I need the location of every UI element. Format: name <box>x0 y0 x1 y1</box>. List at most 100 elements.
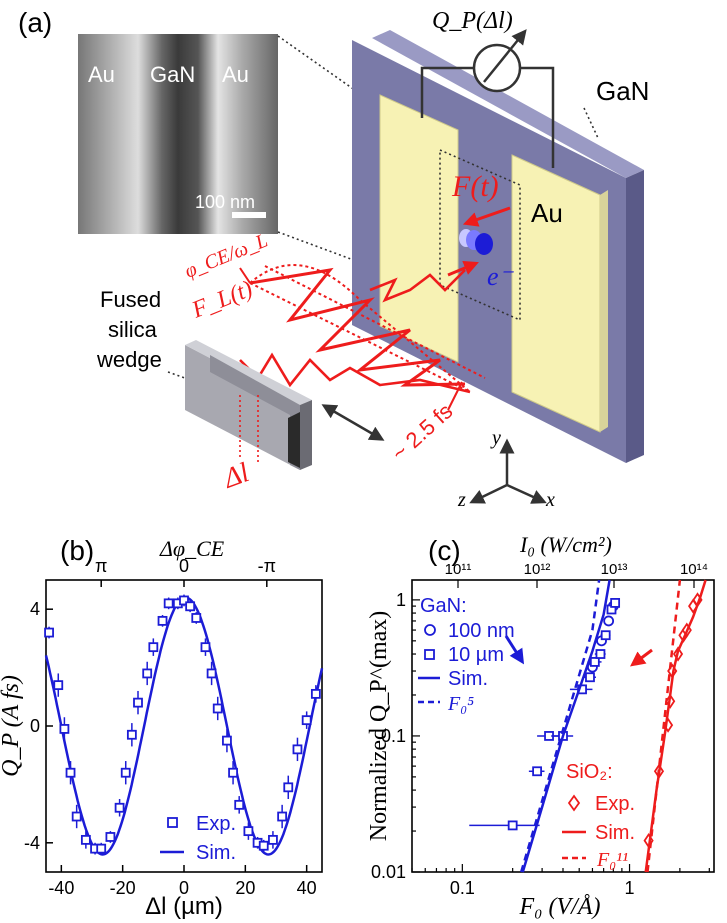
data-point-square <box>585 672 595 683</box>
field-arrow-icon <box>462 206 511 227</box>
x-tick-label: 20 <box>235 878 255 898</box>
panel-c-sio2-legend: SiO₂: Exp. Sim. F₀¹¹ <box>562 761 635 871</box>
legend-gan-sim-label: Sim. <box>448 668 488 690</box>
data-point-square <box>610 598 621 608</box>
x-tick-label: 40 <box>297 878 317 898</box>
sem-image: Au GaN Au 100 nm <box>78 34 278 234</box>
exp-point <box>234 799 245 810</box>
panel-c-xlabel: F₀ (V/Å) <box>519 894 601 920</box>
axis-z-label: z <box>457 489 466 511</box>
exp-point <box>105 832 116 842</box>
panel-b-label: (b) <box>60 535 94 566</box>
exp-point <box>206 668 217 679</box>
panel-b-legend: Exp. Sim. <box>160 813 236 864</box>
scale-bar-label: 100 nm <box>195 192 255 212</box>
wedge-label-1: Fused <box>100 287 161 312</box>
data-point-square <box>589 657 600 667</box>
exp-point <box>44 627 54 638</box>
legend-sio2-sim-label: Sim. <box>595 822 635 844</box>
wedge-label-2: silica <box>108 317 158 342</box>
exp-point <box>268 834 278 845</box>
data-point-square <box>595 649 606 659</box>
panel-c-marks <box>469 579 707 873</box>
panel-c-gan-legend: GaN: 100 nm 10 µm Sim. F₀⁵ <box>418 595 515 715</box>
exp-point <box>228 767 238 778</box>
power-law-line <box>520 579 601 873</box>
top-tick-label: 0 <box>179 556 189 576</box>
exp-point <box>120 767 131 778</box>
y-tick-label: 0.1 <box>381 726 406 746</box>
exp-point <box>191 613 202 623</box>
laser-pulse <box>239 260 486 411</box>
legend-sio2-power-label: F₀¹¹ <box>596 849 628 871</box>
exp-point <box>71 811 82 822</box>
top-tick-label: -π <box>258 556 276 576</box>
panel-c-label: (c) <box>428 535 461 566</box>
sem-label-gan: GaN <box>150 62 195 87</box>
data-point-square <box>507 820 518 831</box>
meter-arrow-icon <box>483 29 527 83</box>
panel-c-top-label: I₀ (W/cm²) <box>519 532 612 557</box>
exp-point <box>310 688 321 699</box>
wedge-label-3: wedge <box>96 347 162 372</box>
legend-sim-label: Sim. <box>196 842 236 864</box>
legend-exp-label: Exp. <box>196 813 236 835</box>
sem-label-au-right: Au <box>222 62 249 87</box>
exp-point <box>283 782 294 793</box>
silica-wedge <box>185 340 312 470</box>
data-point-square <box>532 766 542 777</box>
exp-point <box>148 642 159 653</box>
legend-100nm-marker <box>424 624 436 636</box>
legend-10um-marker <box>424 649 435 660</box>
panel-b-frame <box>45 579 323 873</box>
top-tick-label: 10¹⁴ <box>680 561 708 578</box>
legend-sio2-exp-label: Exp. <box>595 793 635 815</box>
au-electrode-right <box>511 154 601 433</box>
panel-b-xlabel: Δl (µm) <box>145 893 223 920</box>
wedge-shift-label: Δl <box>219 457 254 495</box>
duration-label: ~ 2.5 fs <box>387 398 458 465</box>
y-tick-label: 0 <box>30 716 40 736</box>
exp-point <box>157 615 168 626</box>
exp-point <box>65 767 76 778</box>
sio2-legend-title: SiO₂: <box>566 761 613 783</box>
exp-point <box>179 595 189 606</box>
x-tick-label: 0.1 <box>450 878 475 898</box>
panel-b-ylabel: Q_P (A fs) <box>0 675 24 777</box>
exp-point <box>80 834 91 845</box>
exp-point <box>133 697 143 708</box>
exp-point <box>59 724 70 734</box>
legend-gan-power-label: F₀⁵ <box>447 693 474 715</box>
x-tick-label: -20 <box>110 878 136 898</box>
meter-icon <box>472 43 522 93</box>
exp-point <box>114 802 125 813</box>
sim-line <box>644 579 707 873</box>
y-tick-label: 0.01 <box>371 862 406 882</box>
coordinate-axes-icon <box>469 438 547 504</box>
y-tick-label: 4 <box>30 599 40 619</box>
axis-y-label: y <box>490 427 501 449</box>
sio2-arrow-icon <box>630 648 653 667</box>
wedge-move-arrow-icon <box>321 404 385 441</box>
exp-point <box>212 703 223 714</box>
axis-x-label: x <box>545 489 555 511</box>
exp-point <box>163 598 174 609</box>
x-tick-label: -40 <box>48 878 74 898</box>
meter-label: Q_P(Δl) <box>432 8 513 34</box>
exp-point <box>222 735 232 746</box>
gan-legend-title: GaN: <box>420 595 467 617</box>
exp-point <box>258 840 269 851</box>
scale-bar <box>232 212 266 218</box>
sem-label-au-left: Au <box>88 62 115 87</box>
top-tick-label: 10¹³ <box>601 561 628 578</box>
x-tick-label: 1 <box>625 878 635 898</box>
panel-b-marks <box>44 594 324 856</box>
legend-100nm-label: 100 nm <box>448 620 515 642</box>
sim-line <box>521 579 611 873</box>
legend-10um-label: 10 µm <box>448 644 504 666</box>
legend-sio2-exp-marker <box>567 794 581 812</box>
